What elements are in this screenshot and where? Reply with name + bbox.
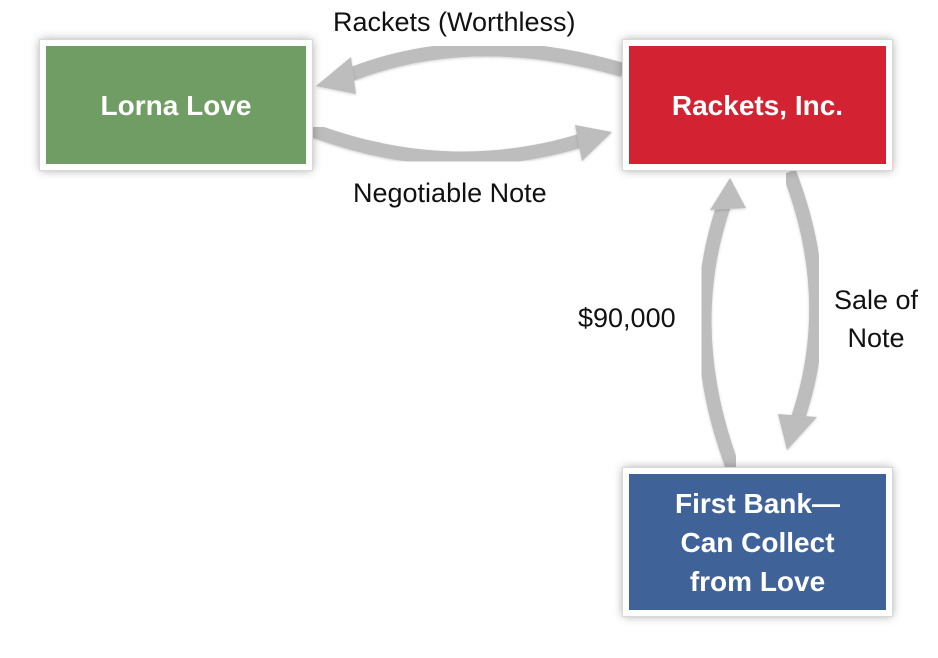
rackets-inc-node: Rackets, Inc.: [623, 40, 892, 170]
rackets-worthless-label: Rackets (Worthless): [333, 7, 576, 37]
sale-of-note-label: Sale of Note: [833, 285, 919, 353]
lorna-love-node: Lorna Love: [40, 40, 312, 170]
payment-amount-label: $90,000: [578, 303, 676, 333]
rackets-inc-label: Rackets, Inc.: [671, 89, 844, 121]
arrow-bank-to-rackets: [697, 178, 746, 471]
first-bank-label: First Bank— Can Collect from Love: [675, 487, 840, 597]
arrow-rackets-to-lorna: [316, 42, 625, 94]
arrow-lorna-to-rackets: [309, 123, 612, 166]
negotiable-note-label: Negotiable Note: [353, 178, 547, 208]
first-bank-node: First Bank— Can Collect from Love: [623, 468, 892, 616]
lorna-love-label: Lorna Love: [100, 89, 252, 121]
arrow-rackets-to-bank: [778, 169, 824, 450]
